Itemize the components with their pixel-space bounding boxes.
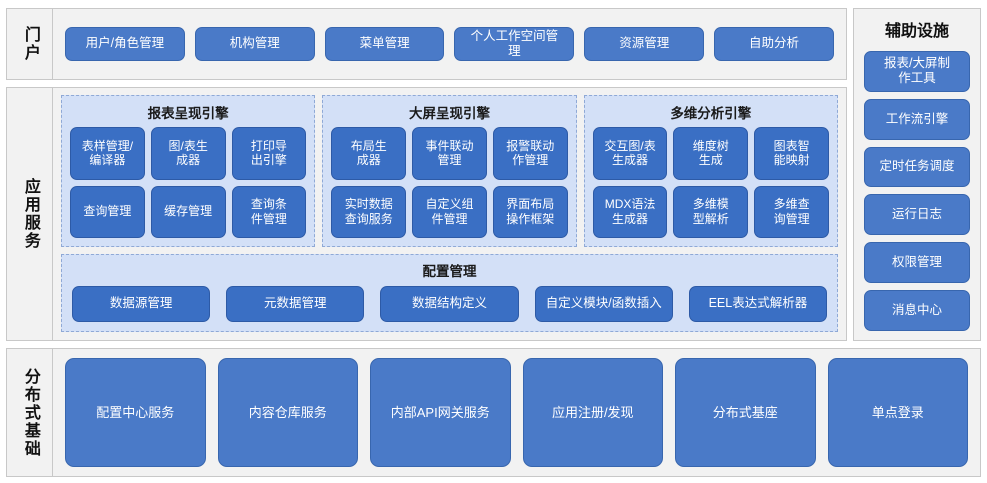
- olap-engine-item-dimension-tree[interactable]: 维度树 生成: [673, 127, 749, 180]
- distributed-foundation-section-label: 分布式基础: [7, 349, 53, 476]
- bigscreen-engine-item-layout-generator[interactable]: 布局生 成器: [331, 127, 407, 180]
- portal-button-menu[interactable]: 菜单管理: [324, 27, 445, 61]
- panel-olap-engine-grid: 交互图/表 生成器 维度树 生成 图表智 能映射 MDX语法 生成器 多维模 型…: [592, 127, 829, 238]
- panel-report-engine-grid: 表样管理/ 编译器 图/表生 成器 打印导 出引擎 查询管理 缓存管理 查询条 …: [70, 127, 307, 238]
- config-item-custom-module[interactable]: 自定义模块/函数插入: [534, 286, 673, 322]
- portal-button-user-role[interactable]: 用户/角色管理: [65, 27, 185, 61]
- portal-button-row: 用户/角色管理 机构管理 菜单管理 个人工作空间管理 资源管理 自助分析: [53, 9, 846, 79]
- distributed-item-content-repository[interactable]: 内容仓库服务: [217, 358, 358, 467]
- distributed-item-api-gateway[interactable]: 内部API网关服务: [370, 358, 511, 467]
- distributed-item-sso[interactable]: 单点登录: [827, 358, 968, 467]
- distributed-foundation-row: 配置中心服务 内容仓库服务 内部API网关服务 应用注册/发现 分布式基座 单点…: [53, 349, 980, 476]
- report-engine-item-template-manager[interactable]: 表样管理/ 编译器: [70, 127, 145, 180]
- distributed-item-config-center[interactable]: 配置中心服务: [65, 358, 206, 467]
- portal-button-self-service[interactable]: 自助分析: [714, 27, 834, 61]
- bigscreen-engine-item-realtime-query[interactable]: 实时数据 查询服务: [331, 185, 407, 238]
- olap-engine-item-query-manager[interactable]: 多维查 询管理: [754, 185, 829, 238]
- upper-region: 门户 用户/角色管理 机构管理 菜单管理 个人工作空间管理 资源管理 自助分析 …: [6, 8, 981, 341]
- config-management-row: 数据源管理 元数据管理 数据结构定义 自定义模块/函数插入 EEL表达式解析器: [72, 285, 828, 323]
- olap-engine-item-chart-mapping[interactable]: 图表智 能映射: [754, 127, 829, 180]
- portal-section-label: 门户: [7, 9, 53, 79]
- portal-button-org[interactable]: 机构管理: [194, 27, 315, 61]
- portal-button-resource[interactable]: 资源管理: [584, 27, 705, 61]
- panel-bigscreen-engine-grid: 布局生 成器 事件联动 管理 报警联动 作管理 实时数据 查询服务 自定义组 件…: [331, 127, 568, 238]
- aux-item-task-scheduler[interactable]: 定时任务调度: [864, 146, 970, 188]
- olap-engine-item-mdx-generator[interactable]: MDX语法 生成器: [592, 185, 668, 238]
- bigscreen-engine-item-custom-component[interactable]: 自定义组 件管理: [412, 185, 487, 238]
- aux-facilities-title: 辅助设施: [884, 23, 949, 40]
- distributed-item-app-registry[interactable]: 应用注册/发现: [522, 358, 663, 467]
- config-item-eel-parser[interactable]: EEL表达式解析器: [688, 286, 828, 322]
- distributed-foundation-section: 分布式基础 配置中心服务 内容仓库服务 内部API网关服务 应用注册/发现 分布…: [6, 348, 981, 477]
- config-item-metadata[interactable]: 元数据管理: [226, 286, 365, 322]
- panel-olap-engine: 多维分析引擎 交互图/表 生成器 维度树 生成 图表智 能映射 MDX语法 生成…: [583, 95, 838, 247]
- report-engine-item-query-condition[interactable]: 查询条 件管理: [231, 185, 307, 238]
- application-service-body: 报表呈现引擎 表样管理/ 编译器 图/表生 成器 打印导 出引擎 查询管理 缓存…: [53, 88, 846, 340]
- bigscreen-engine-item-ui-layout-framework[interactable]: 界面布局 操作框架: [492, 185, 568, 238]
- panel-report-engine: 报表呈现引擎 表样管理/ 编译器 图/表生 成器 打印导 出引擎 查询管理 缓存…: [61, 95, 316, 247]
- report-engine-item-chart-generator[interactable]: 图/表生 成器: [150, 127, 226, 180]
- panel-olap-engine-title: 多维分析引擎: [670, 106, 752, 121]
- config-item-data-structure[interactable]: 数据结构定义: [380, 286, 519, 322]
- config-item-datasource[interactable]: 数据源管理: [72, 286, 211, 322]
- olap-engine-item-interactive-chart[interactable]: 交互图/表 生成器: [592, 127, 668, 180]
- report-engine-item-query-manager[interactable]: 查询管理: [70, 185, 145, 238]
- report-engine-item-print-export[interactable]: 打印导 出引擎: [231, 127, 307, 180]
- engine-panels: 报表呈现引擎 表样管理/ 编译器 图/表生 成器 打印导 出引擎 查询管理 缓存…: [61, 95, 838, 247]
- report-engine-item-cache-manager[interactable]: 缓存管理: [150, 185, 226, 238]
- aux-item-message-center[interactable]: 消息中心: [864, 290, 970, 331]
- bigscreen-engine-item-event-linkage[interactable]: 事件联动 管理: [412, 127, 487, 180]
- panel-config-management-title: 配置管理: [422, 264, 477, 279]
- panel-bigscreen-engine-title: 大屏呈现引擎: [408, 106, 490, 121]
- panel-config-management: 配置管理 数据源管理 元数据管理 数据结构定义 自定义模块/函数插入 EEL表达…: [61, 254, 838, 332]
- portal-button-workspace[interactable]: 个人工作空间管理: [454, 27, 575, 61]
- distributed-item-base-platform[interactable]: 分布式基座: [675, 358, 816, 467]
- panel-report-engine-title: 报表呈现引擎: [147, 106, 229, 121]
- application-service-section-label: 应用服务: [7, 88, 53, 340]
- aux-item-permission-manager[interactable]: 权限管理: [864, 242, 970, 284]
- aux-item-authoring-tool[interactable]: 报表/大屏制 作工具: [864, 51, 970, 92]
- olap-engine-item-model-parser[interactable]: 多维模 型解析: [673, 185, 749, 238]
- bigscreen-engine-item-alarm-action[interactable]: 报警联动 作管理: [492, 127, 568, 180]
- aux-facilities-section: 辅助设施 报表/大屏制 作工具 工作流引擎 定时任务调度 运行日志 权限管理 消…: [853, 8, 981, 341]
- aux-item-workflow-engine[interactable]: 工作流引擎: [864, 98, 970, 140]
- portal-section: 门户 用户/角色管理 机构管理 菜单管理 个人工作空间管理 资源管理 自助分析: [6, 8, 847, 80]
- panel-bigscreen-engine: 大屏呈现引擎 布局生 成器 事件联动 管理 报警联动 作管理 实时数据 查询服务…: [322, 95, 577, 247]
- left-column: 门户 用户/角色管理 机构管理 菜单管理 个人工作空间管理 资源管理 自助分析 …: [6, 8, 847, 341]
- aux-item-runtime-log[interactable]: 运行日志: [864, 194, 970, 236]
- application-service-section: 应用服务 报表呈现引擎 表样管理/ 编译器 图/表生 成器 打印导 出引擎 查询…: [6, 87, 847, 341]
